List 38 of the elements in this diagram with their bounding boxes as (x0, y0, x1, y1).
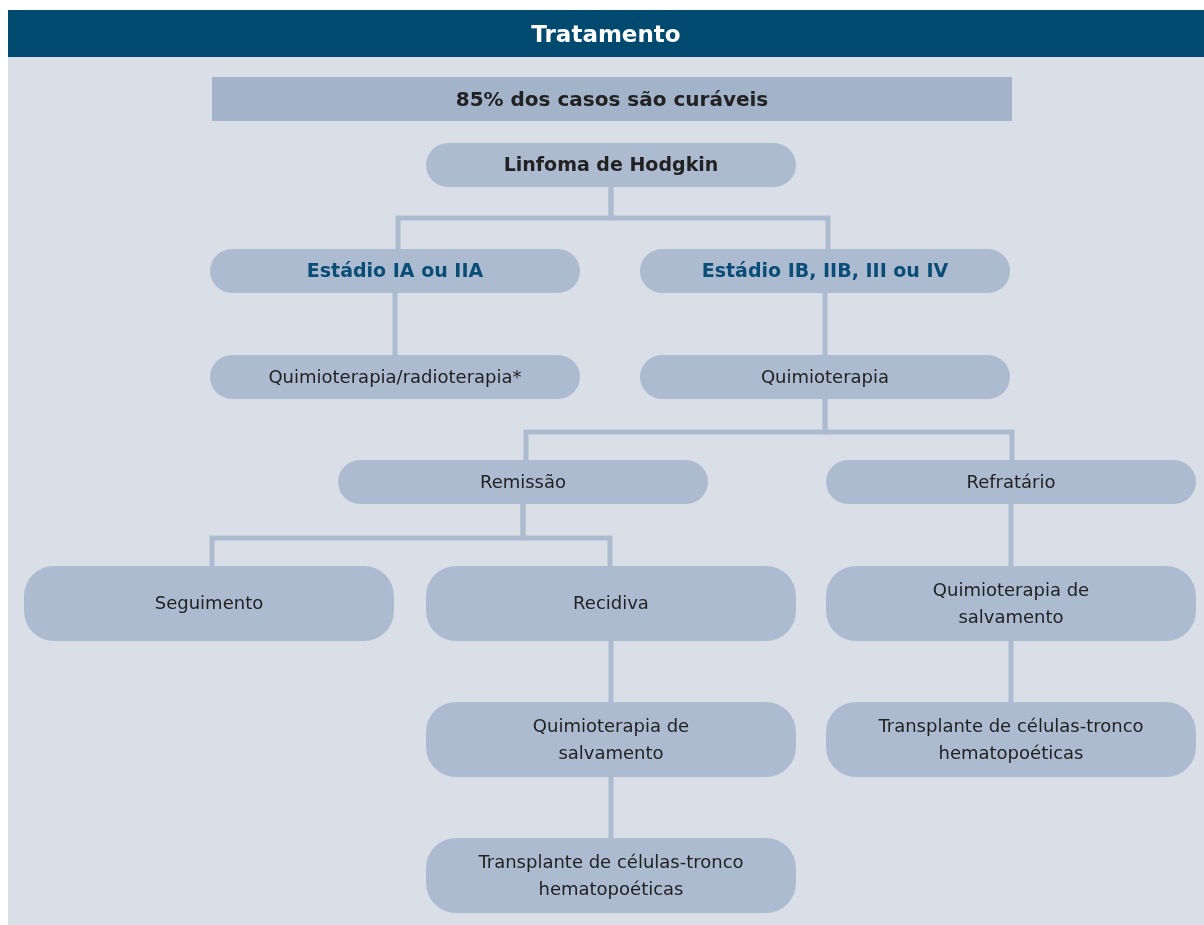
process-box (426, 702, 796, 777)
process-box (826, 566, 1196, 641)
process-box (640, 249, 1010, 293)
node-label: Quimioterapia de salvamento (531, 714, 691, 765)
node-label: Quimioterapia/radioterapia* (268, 364, 522, 389)
process-box (426, 566, 796, 641)
connector-line (1008, 641, 1014, 702)
process-box (210, 355, 580, 399)
connector-line (822, 399, 1015, 460)
node-label: Transplante de células-tronco hematopoéticas (877, 714, 1145, 765)
node-label: Remissão (479, 469, 567, 494)
connector-line (608, 641, 614, 702)
node-label: 85% dos casos são curáveis (455, 85, 769, 113)
title: Tratamento (531, 20, 681, 47)
node-label: Quimioterapia (760, 364, 890, 389)
process-box (826, 702, 1196, 777)
process-box (24, 566, 394, 641)
node-label: Seguimento (154, 591, 264, 616)
connector-line (1008, 504, 1014, 566)
node-label: Estádio IA ou IIA (306, 258, 484, 284)
connector-line (392, 293, 398, 355)
node-label: Linfoma de Hodgkin (503, 152, 719, 178)
process-box (826, 460, 1196, 504)
process-box (426, 143, 796, 187)
banner-box (212, 77, 1012, 121)
connector-line (608, 187, 831, 249)
node-label: Recidiva (573, 591, 649, 616)
connector-line (822, 293, 828, 355)
process-box (426, 838, 796, 913)
process-box (640, 355, 1010, 399)
node-label: Estádio IB, IIB, III ou IV (701, 258, 949, 284)
process-box (210, 249, 580, 293)
node-label: Refratário (966, 469, 1056, 494)
node-label: Quimioterapia de salvamento (931, 578, 1091, 629)
connector-line (520, 504, 613, 566)
node-label: Transplante de células-tronco hematopoéticas (477, 850, 745, 901)
connector-line (608, 777, 614, 838)
process-box (338, 460, 708, 504)
